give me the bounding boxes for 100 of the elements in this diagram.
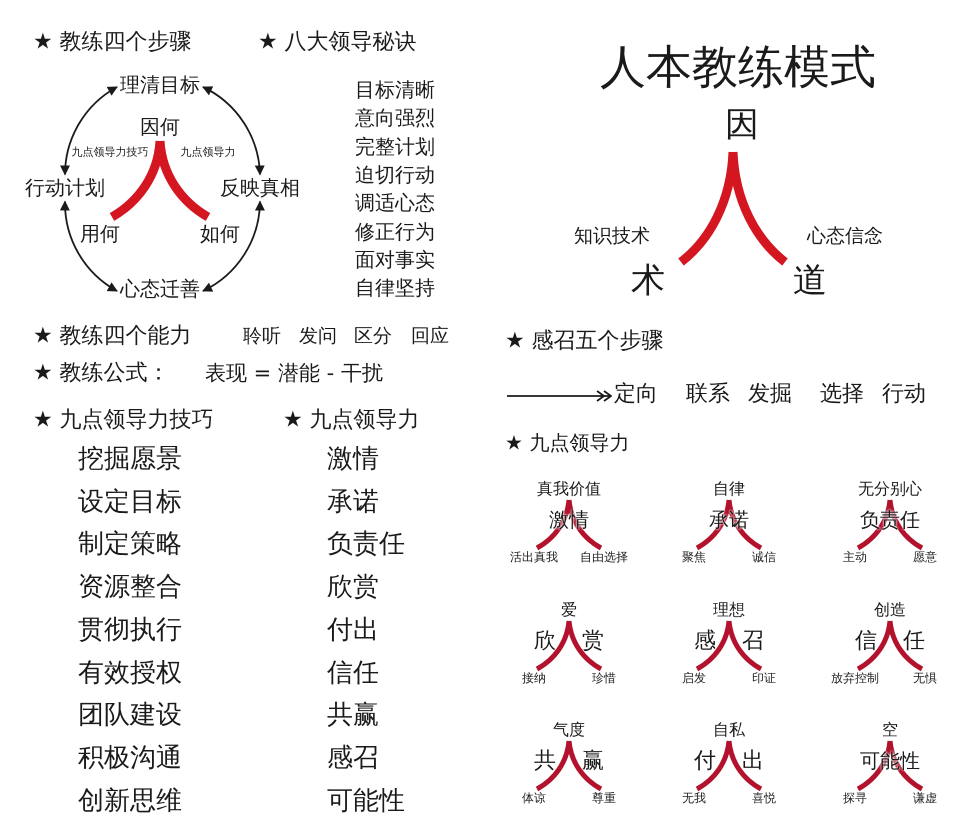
list-item: 团队建设 — [78, 701, 182, 732]
list-item: 共赢 — [327, 701, 379, 732]
step-label: 反映真相 — [220, 176, 300, 200]
section-heading: ★ 九点领导力 — [283, 407, 420, 433]
step-item: 行动 — [882, 381, 926, 407]
ability-item: 聆听 — [243, 326, 281, 348]
trait-label: 自由选择 — [580, 551, 628, 565]
virtue-label: 真我价值 — [537, 480, 601, 498]
ability-item: 发问 — [299, 326, 337, 348]
list-item: 信任 — [327, 658, 379, 688]
trait-label: 印证 — [752, 672, 776, 686]
step-label: 定向 — [614, 381, 658, 407]
trait-label: 无我 — [682, 792, 706, 806]
list-item: 调适心态 — [355, 192, 435, 215]
center-label: 如何 — [200, 222, 240, 246]
center-character: 术 — [631, 261, 665, 301]
list-item: 激情 — [327, 445, 379, 475]
quality-label: 出 — [742, 748, 764, 774]
trait-label: 无惧 — [913, 672, 937, 686]
section-heading: ★ 九点领导力 — [505, 432, 630, 454]
step-label: 心态迁善 — [120, 278, 200, 300]
list-item: 感召 — [327, 744, 379, 774]
quality-label: 赢 — [582, 748, 604, 774]
ability-item: 回应 — [411, 326, 449, 348]
virtue-label: 爱 — [561, 600, 577, 620]
virtue-label: 空 — [882, 720, 898, 740]
virtue-label: 自律 — [713, 480, 745, 498]
center-label: 用何 — [80, 222, 120, 246]
quality-label: 欣 — [534, 628, 556, 654]
step-label: 行动计划 — [25, 176, 105, 200]
section-heading: ★ 教练四个步骤 — [33, 29, 192, 55]
step-label: 理清目标 — [120, 74, 200, 96]
ability-item: 区分 — [354, 326, 392, 348]
quality-label: 赏 — [582, 628, 604, 654]
center-label: 因何 — [140, 116, 180, 138]
curved-arrow — [202, 86, 264, 176]
trait-label: 体谅 — [522, 792, 546, 806]
curved-arrow — [60, 200, 118, 292]
list-item: 自律坚持 — [355, 276, 435, 300]
list-item: 制定策略 — [78, 530, 182, 560]
list-item: 迫切行动 — [355, 163, 435, 186]
list-item: 承诺 — [327, 488, 379, 518]
list-item: 设定目标 — [78, 488, 182, 518]
list-item: 付出 — [327, 616, 379, 646]
virtue-label: 自私 — [713, 720, 745, 740]
section-heading: ★ 九点领导力技巧 — [33, 407, 214, 433]
list-item: 资源整合 — [78, 573, 182, 604]
side-label: 知识技术 — [574, 226, 650, 248]
quality-label: 付 — [694, 748, 716, 774]
trait-label: 愿意 — [913, 551, 937, 565]
section-heading: ★ 教练公式： — [33, 360, 170, 386]
section-heading: ★ 感召五个步骤 — [505, 328, 664, 354]
quality-label: 召 — [742, 628, 764, 654]
trait-label: 喜悦 — [752, 792, 776, 806]
list-item: 挖掘愿景 — [78, 445, 182, 475]
quality-label: 信 — [855, 628, 877, 654]
trait-label: 聚焦 — [682, 551, 706, 565]
step-item: 选择 — [820, 381, 864, 407]
trait-label: 放弃控制 — [831, 672, 879, 686]
list-item: 可能性 — [327, 786, 405, 817]
virtue-label: 创造 — [874, 600, 906, 620]
trait-label: 尊重 — [592, 792, 616, 806]
trait-label: 探寻 — [843, 792, 867, 806]
curved-arrow — [60, 86, 118, 176]
center-character: 道 — [793, 261, 827, 301]
virtue-label: 理想 — [713, 600, 745, 620]
trait-label: 活出真我 — [510, 551, 558, 565]
virtue-label: 无分别心 — [858, 480, 922, 498]
trait-label: 启发 — [682, 672, 706, 686]
curved-arrow — [202, 200, 264, 292]
side-label: 心态信念 — [807, 226, 883, 248]
formula-text: 表现 = 潜能 - 干扰 — [205, 360, 383, 386]
trait-label: 接纳 — [522, 672, 546, 686]
list-item: 意向强烈 — [355, 106, 435, 130]
section-heading: ★ 八大领导秘诀 — [258, 29, 417, 55]
section-heading: ★ 教练四个能力 — [33, 323, 192, 349]
step-item: 发掘 — [748, 381, 792, 407]
small-label: 九点领导力 — [180, 146, 236, 160]
trait-label: 珍惜 — [592, 672, 616, 686]
title-heading: 人本教练模式 — [600, 40, 876, 94]
virtue-label: 气度 — [553, 720, 585, 740]
list-item: 积极沟通 — [78, 744, 182, 774]
list-item: 完整计划 — [355, 135, 435, 158]
small-label: 九点领导力技巧 — [72, 146, 148, 160]
list-item: 有效授权 — [78, 658, 182, 688]
list-item: 欣赏 — [327, 573, 379, 604]
list-item: 目标清晰 — [355, 78, 435, 102]
quality-label: 共 — [534, 748, 556, 774]
trait-label: 诚信 — [752, 551, 776, 565]
trait-label: 谦虚 — [913, 792, 937, 806]
list-item: 负责任 — [327, 530, 405, 560]
list-item: 面对事实 — [355, 248, 435, 272]
center-character: 因 — [725, 105, 759, 145]
list-item: 修正行为 — [355, 220, 435, 243]
list-item: 创新思维 — [78, 786, 182, 817]
step-item: 联系 — [686, 381, 730, 407]
trait-label: 主动 — [843, 551, 867, 565]
list-item: 贯彻执行 — [78, 616, 182, 646]
quality-label: 感 — [694, 628, 716, 654]
quality-label: 任 — [903, 628, 925, 654]
